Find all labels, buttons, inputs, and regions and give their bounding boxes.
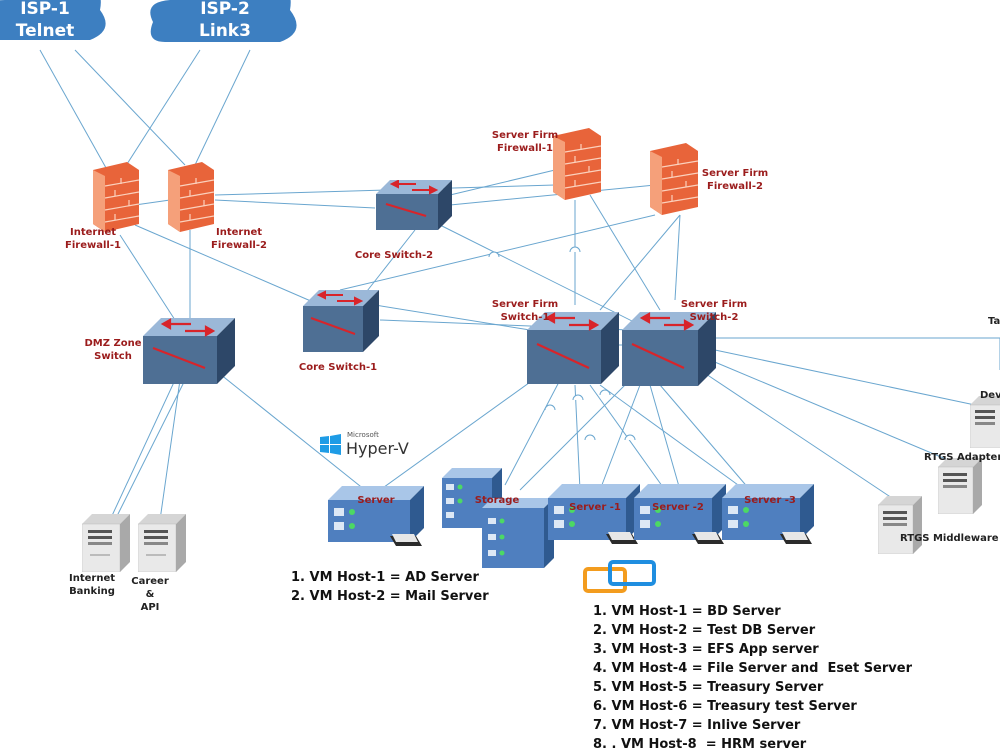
tower-server-icon: [137, 514, 186, 573]
internet-firewall-1-label-line2: Firewall-1: [65, 240, 121, 251]
cloud-icon: [0, 0, 106, 40]
dev-server: [969, 396, 1000, 449]
switch-icon: [303, 290, 379, 352]
tower-server-icon: [81, 514, 130, 573]
server-firm-switch-1-label-line2: Switch-1: [500, 312, 550, 323]
core-switch-2: [376, 179, 452, 230]
switch-icon: [143, 318, 235, 384]
vmware-vm-list: 1. VM Host-1 = BD Server 2. VM Host-2 = …: [593, 602, 912, 750]
server-firm-firewall-2-label-line2: Firewall-2: [707, 181, 763, 192]
server-firm-switch-1: [527, 312, 619, 384]
hyperv-logo: Microsoft Hyper-V: [320, 431, 430, 458]
server-firm-firewall-2-label-line1: Server Firm: [701, 168, 769, 179]
server-firm-switch-2-label-line2: Switch-2: [689, 312, 739, 323]
hyperv-server: [328, 486, 424, 556]
isp-2-name: ISP-2: [200, 0, 250, 19]
rack-server-icon: [634, 484, 726, 544]
storage-array: [442, 468, 554, 568]
switch-icon: [527, 312, 619, 384]
internet-firewall-2-label-line1: Internet: [215, 227, 262, 238]
firewall-icon: [650, 143, 699, 215]
server-firm-switch-1-label-line1: Server Firm: [491, 299, 559, 310]
firewall-icon: [168, 162, 215, 232]
list-item: 1. VM Host-1 = BD Server: [593, 604, 781, 619]
switch-icon: [622, 312, 716, 386]
isp-2-cloud: ISP-2 Link3: [145, 0, 305, 60]
rack-server-icon: [722, 484, 814, 544]
rtgs-adapter-server: [937, 458, 982, 515]
firewall-icon: [553, 128, 602, 200]
server-firm-firewall-1-label-line1: Server Firm: [491, 130, 559, 141]
core-switch-1: [303, 290, 379, 352]
rtgs-middleware-label: RTGS Middleware: [900, 533, 999, 544]
vmware-logo: [582, 559, 660, 593]
career-api-label-line3: API: [140, 602, 160, 613]
list-item: 8. . VM Host-8 = HRM server: [593, 737, 807, 750]
firewall-icon: [93, 162, 140, 232]
server-firm-firewall-1-label-line2: Firewall-1: [497, 143, 553, 154]
dmz-switch-label-line1: DMZ Zone: [84, 338, 142, 349]
server-firm-firewall-2: [650, 143, 699, 215]
list-item: 3. VM Host-3 = EFS App server: [593, 642, 819, 657]
hyperv-server-label: Server: [357, 495, 395, 506]
core-switch-2-label: Core Switch-2: [354, 250, 434, 261]
server-firm-switch-2: [622, 312, 716, 386]
storage-label: Storage: [474, 495, 520, 506]
rtgs-middleware-server: [877, 496, 922, 555]
isp-2-provider: Link3: [199, 21, 251, 41]
server-1-label: Server -1: [569, 502, 621, 513]
internet-firewall-1-label-line1: Internet: [69, 227, 116, 238]
dmz-switch-label-line2: Switch: [94, 351, 132, 362]
rtgs-adapter-label: RTGS Adapter: [924, 452, 1000, 463]
list-item: 6. VM Host-6 = Treasury test Server: [593, 699, 857, 714]
storage-icon: [442, 468, 554, 568]
career-api-label-line2: &: [145, 589, 155, 600]
server-1: [548, 484, 640, 554]
rack-server-icon: [328, 486, 424, 546]
server-firm-firewall-1: [553, 128, 602, 200]
ta-label: Ta: [988, 316, 1000, 327]
internet-firewall-2-label-line2: Firewall-2: [211, 240, 267, 251]
internet-banking-label-line1: Internet: [68, 573, 115, 584]
list-item: 7. VM Host-7 = Inlive Server: [593, 718, 801, 733]
server-firm-switch-2-label-line1: Server Firm: [680, 299, 748, 310]
list-item: 5. VM Host-5 = Treasury Server: [593, 680, 824, 695]
hyperv-logo-small-text: Microsoft: [347, 431, 379, 439]
internet-banking-label-line2: Banking: [69, 586, 115, 597]
isp-1-cloud: ISP-1 Telnet: [0, 0, 110, 60]
hyperv-vm-list: 1. VM Host-1 = AD Server 2. VM Host-2 = …: [291, 568, 489, 606]
windows-icon: [320, 434, 341, 455]
list-item: 1. VM Host-1 = AD Server: [291, 570, 479, 585]
cloud-icon: [150, 0, 297, 42]
internet-firewall-2: [168, 162, 215, 232]
internet-banking-server: [81, 514, 130, 573]
tower-server-icon: [937, 458, 982, 515]
dmz-zone-switch: [143, 318, 235, 384]
list-item: 2. VM Host-2 = Mail Server: [291, 589, 489, 604]
server-2-label: Server -2: [652, 502, 704, 513]
vmware-icon: [583, 560, 656, 593]
isp-1-name: ISP-1: [20, 0, 70, 19]
isp-1-provider: Telnet: [15, 21, 75, 41]
career-api-label-line1: Career: [131, 576, 169, 587]
tower-server-icon: [877, 496, 922, 555]
switch-icon: [376, 179, 452, 230]
core-switch-1-label: Core Switch-1: [298, 362, 378, 373]
server-3: [722, 484, 814, 554]
server-2: [634, 484, 726, 554]
tower-server-icon: [969, 396, 1000, 449]
list-item: 2. VM Host-2 = Test DB Server: [593, 623, 816, 638]
internet-firewall-1: [93, 162, 140, 232]
list-item: 4. VM Host-4 = File Server and Eset Serv…: [593, 661, 912, 676]
hyperv-logo-text: Hyper-V: [346, 439, 409, 458]
server-3-label: Server -3: [744, 495, 796, 506]
dev-label: Dev: [980, 390, 1000, 401]
rack-server-icon: [548, 484, 640, 544]
career-api-server: [137, 514, 186, 573]
